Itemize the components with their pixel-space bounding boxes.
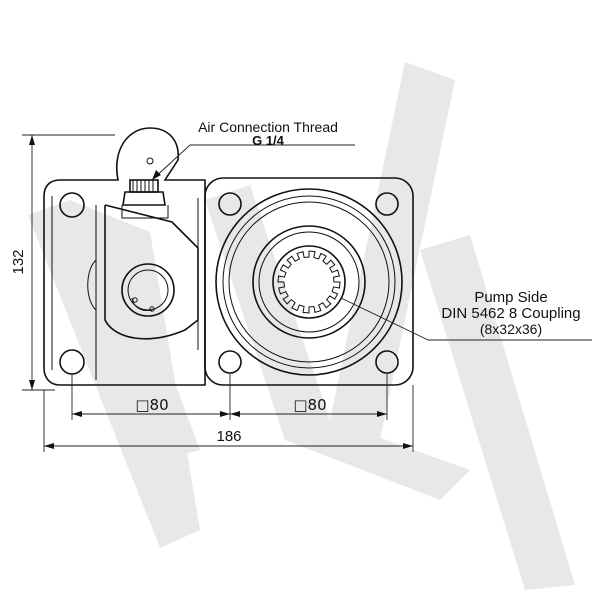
air-connection-thread: G 1/4	[252, 133, 285, 148]
spline-teeth	[277, 250, 341, 314]
air-leader	[151, 144, 355, 181]
pump-coupling-spec: DIN 5462 8 Coupling	[441, 305, 580, 322]
bolt-hole-right-bl	[218, 350, 242, 374]
square-right-value: □80	[293, 396, 326, 414]
pump-leader	[340, 297, 592, 341]
pump-coupling-size: (8x32x36)	[480, 321, 542, 337]
housing-outline	[43, 127, 414, 386]
bolt-hole-left-bottom	[59, 349, 85, 375]
pump-side-title: Pump Side	[474, 289, 547, 306]
bolt-hole-left-top	[59, 192, 85, 218]
air-connection-title: Air Connection Thread	[198, 119, 338, 135]
height-value: 132	[10, 249, 27, 274]
air-fitting	[121, 179, 169, 219]
width-dimension	[43, 385, 414, 452]
bolt-hole-right-tl	[218, 192, 242, 216]
spline-coupling	[277, 250, 341, 314]
bolt-hole-right-br	[375, 350, 399, 374]
vent-hole	[146, 157, 154, 165]
watermark-logo	[28, 62, 575, 590]
bolt-hole-right-tr	[375, 192, 399, 216]
cylinder-body	[87, 204, 199, 340]
pump-flange	[215, 188, 403, 376]
square-dimensions	[71, 374, 388, 420]
overall-width-value: 186	[216, 428, 241, 445]
square-left-value: □80	[135, 396, 168, 414]
height-dimension: 132	[10, 134, 115, 391]
